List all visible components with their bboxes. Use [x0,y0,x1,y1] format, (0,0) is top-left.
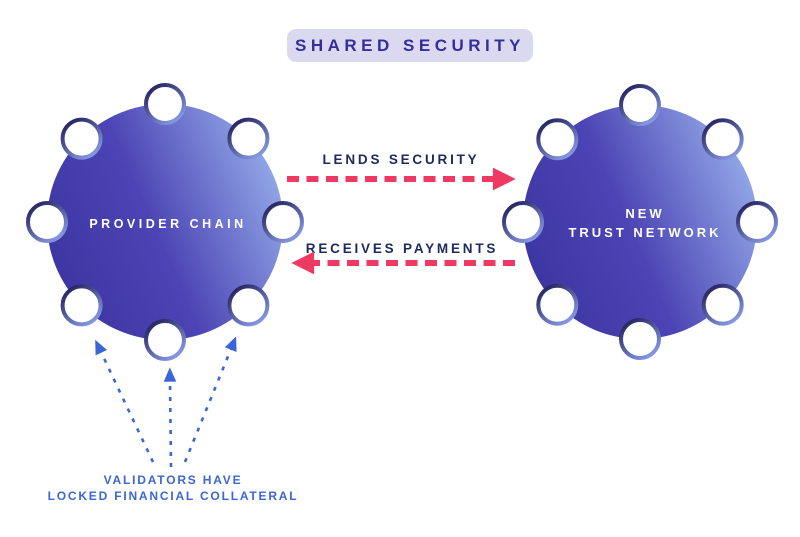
validator-node [736,201,778,243]
validator-node [619,84,661,126]
validator-node [60,284,103,327]
validator-node [701,283,744,326]
receives-payments-label: RECEIVES PAYMENTS [306,241,498,256]
validator-node [536,283,579,326]
new-trust-network-group: NEW TRUST NETWORK [502,84,778,360]
lends-security-label: LENDS SECURITY [323,152,480,167]
validator-node [536,118,579,161]
title-badge-background [287,29,533,62]
validator-pointer-arrow-right [183,336,237,463]
lends-security-arrow-group: LENDS SECURITY [287,152,516,191]
title-badge: SHARED SECURITY [287,29,533,62]
validator-pointer-arrow-left [95,339,155,463]
validator-node [227,117,270,160]
validator-node [26,201,68,243]
validators-annotation: VALIDATORS HAVE LOCKED FINANCIAL COLLATE… [48,473,299,503]
validator-node [144,83,186,125]
validator-pointer-arrows [95,336,237,468]
validator-node [701,118,744,161]
new-trust-network-label-line2: TRUST NETWORK [568,225,721,240]
new-trust-network-circle [523,105,757,339]
new-trust-network-label-line1: NEW [625,206,664,221]
receives-payments-arrow-group: RECEIVES PAYMENTS [291,241,515,275]
validator-node [619,318,661,360]
validator-node [227,284,270,327]
validator-node [262,201,304,243]
validators-annotation-line1: VALIDATORS HAVE [104,473,243,487]
validator-node [60,117,103,160]
provider-chain-label: PROVIDER CHAIN [89,217,246,231]
validator-node [144,319,186,361]
title-label: SHARED SECURITY [295,36,525,55]
validator-pointer-arrow-middle [163,367,177,468]
validators-annotation-line2: LOCKED FINANCIAL COLLATERAL [48,489,299,503]
provider-chain-group: PROVIDER CHAIN [26,83,304,361]
provider-chain-circle [47,104,283,340]
validator-node [502,201,544,243]
